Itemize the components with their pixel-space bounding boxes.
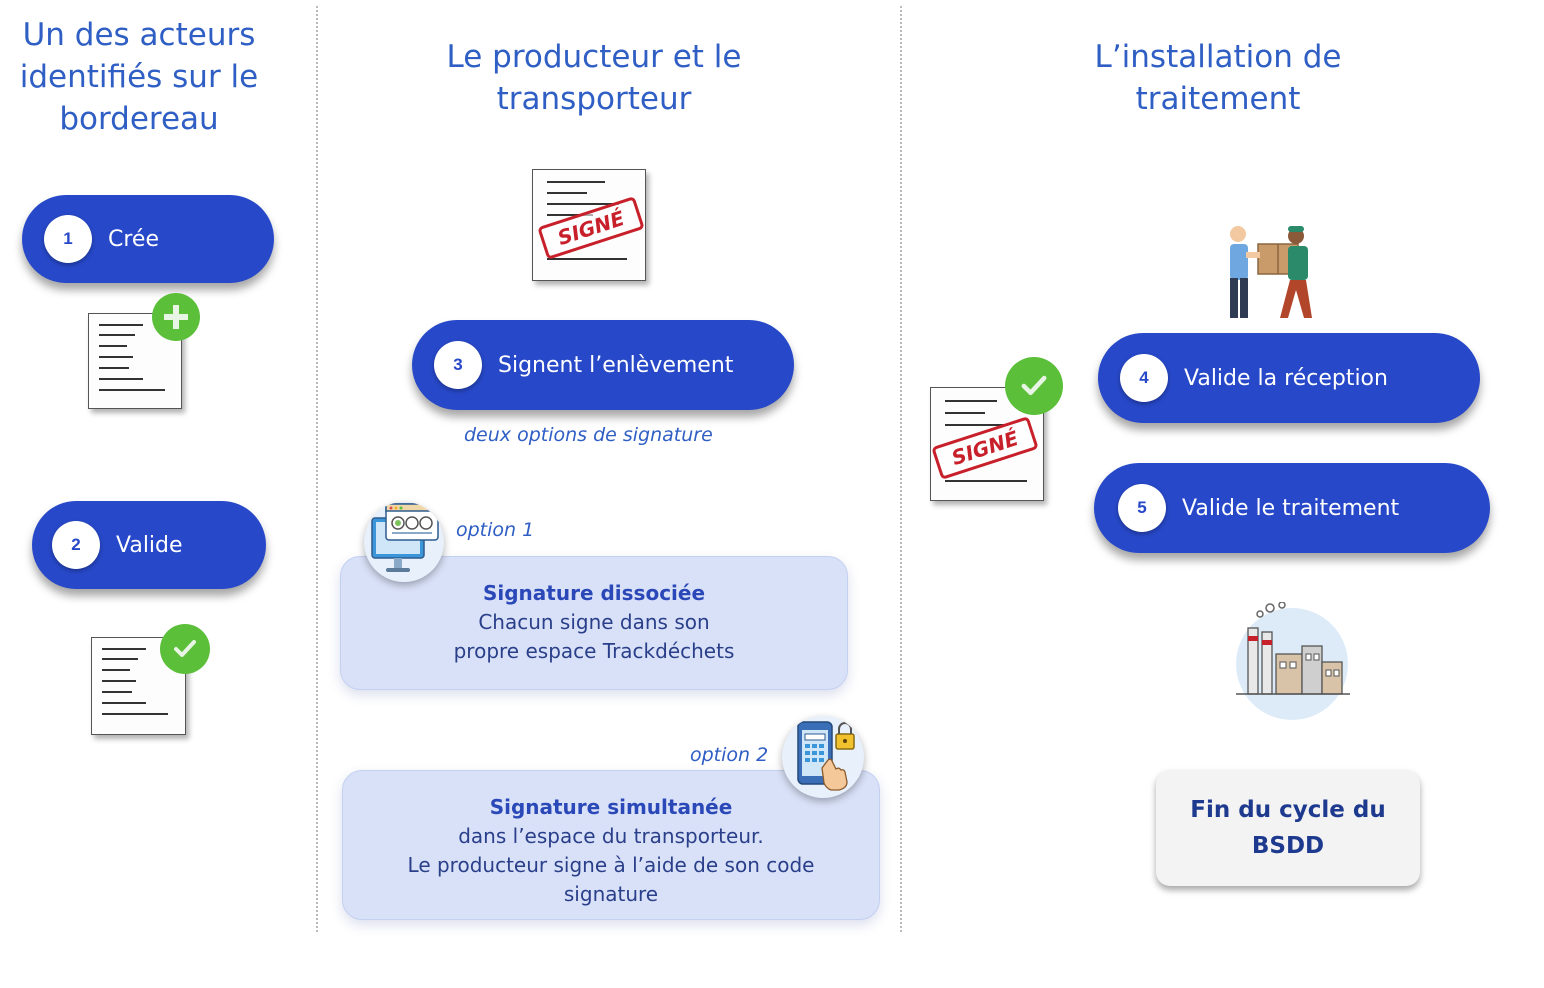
column-divider-left [316,6,318,932]
step-label: Valide [116,532,183,558]
end-of-cycle-box: Fin du cycle du BSDD [1156,770,1420,886]
option-1-line: Chacun signe dans son [478,610,710,634]
checkmark-icon [1005,357,1063,415]
step-number: 2 [52,521,100,569]
smartphone-lock-icon [782,716,864,798]
plus-icon [152,293,200,341]
option-1-title: Signature dissociée [482,581,706,605]
step-number: 4 [1120,354,1168,402]
option-2-box: Signature simultanée dans l’espace du tr… [342,770,880,920]
column-divider-right [900,6,902,932]
option-2-title: Signature simultanée [489,795,733,819]
step-label: Valide le traitement [1182,495,1400,521]
step-5-validate-treatment: 5 Valide le traitement [1094,463,1490,553]
option-2-line: Le producteur signe à l’aide de son code [407,853,815,877]
step-1-create: 1 Crée [22,195,274,283]
step-2-validate: 2 Valide [32,501,266,589]
option-2-line: dans l’espace du transporteur. [458,824,764,848]
option-1-box: Signature dissociée Chacun signe dans so… [340,556,848,690]
step-label: Signent l’enlèvement [498,352,734,378]
step-number: 1 [44,215,92,263]
step-label: Valide la réception [1184,365,1388,391]
step-4-validate-reception: 4 Valide la réception [1098,333,1480,423]
step-label: Crée [108,226,159,252]
option-2-line: signature [563,882,659,906]
option-1-line: propre espace Trackdéchets [453,639,735,663]
step-number: 5 [1118,484,1166,532]
option-1-caption: option 1 [456,519,535,541]
computer-monitor-icon [364,502,444,582]
actor-column-title: Un des acteurs identifiés sur le bordere… [19,17,259,137]
signature-options-subtitle: deux options de signature [464,424,713,446]
treatment-plant-icon [1226,601,1356,722]
checkmark-icon [160,624,210,674]
step-number: 3 [434,341,482,389]
treatment-column-title: L’installation de traitement [1094,39,1342,117]
delivery-handover-icon [1222,222,1326,322]
option-2-caption: option 2 [690,744,769,766]
producer-transporter-column-title: Le producteur et le transporteur [446,39,742,117]
step-3-sign-pickup: 3 Signent l’enlèvement [412,320,794,410]
